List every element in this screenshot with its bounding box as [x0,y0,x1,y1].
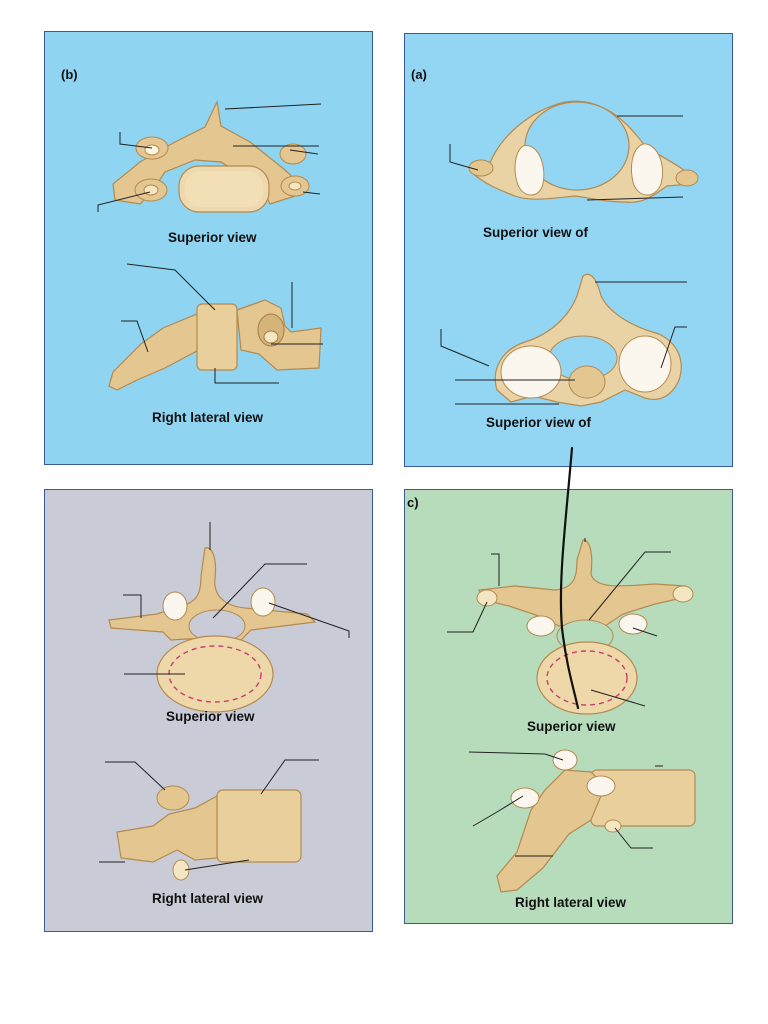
panel-c-superior-leaders [447,538,671,707]
axis-superior-bone [494,273,682,407]
panel-label: (a) [411,67,427,82]
caption-right-lateral-view: Right lateral view [152,410,264,425]
lumbar-lateral-bone [116,785,302,881]
cervical-lateral-bone [108,299,322,391]
panel-a-atlas-leaders [449,115,684,201]
panel-lumbar: Superior view Right lateral view [44,489,373,932]
panel-lumbar-superior-leaders [123,522,350,675]
panel-a-axis-leaders [440,281,687,405]
panel-label: (b) [61,67,78,82]
lumbar-superior-bone [108,547,317,713]
caption-superior-view: Superior view [527,719,616,734]
panel-c-lateral-leaders [468,751,663,857]
panel-label: c) [407,495,419,510]
panel-c-illustration [447,538,696,893]
panel-b-illustration [97,100,323,391]
cervical-superior-bone [112,100,310,213]
panel-b-lateral-leaders [121,263,323,384]
caption-superior-view: Superior view [168,230,257,245]
panel-lumbar-illustration [99,522,350,881]
panel-b-superior-leaders [97,103,322,212]
caption-right-lateral-view: Right lateral view [515,895,627,910]
panel-c-thoracic: c) Superior view Right lateral view [404,489,733,924]
thoracic-lateral-bone [496,749,696,893]
caption-right-lateral-view: Right lateral view [152,891,264,906]
caption-superior-view: Superior view [166,709,255,724]
caption-superior-view-axis: Superior view of [486,415,592,430]
panel-b-cervical: (b) Superior view Right lateral view [44,31,373,465]
thoracic-superior-bone [476,539,694,715]
caption-superior-view-atlas: Superior view of [483,225,589,240]
panel-lumbar-lateral-leaders [99,759,319,871]
panel-a-illustration [440,100,699,407]
panel-a-atlas-axis: (a) Superior view of Superior view of [404,33,733,467]
atlas-superior-bone [468,100,699,203]
